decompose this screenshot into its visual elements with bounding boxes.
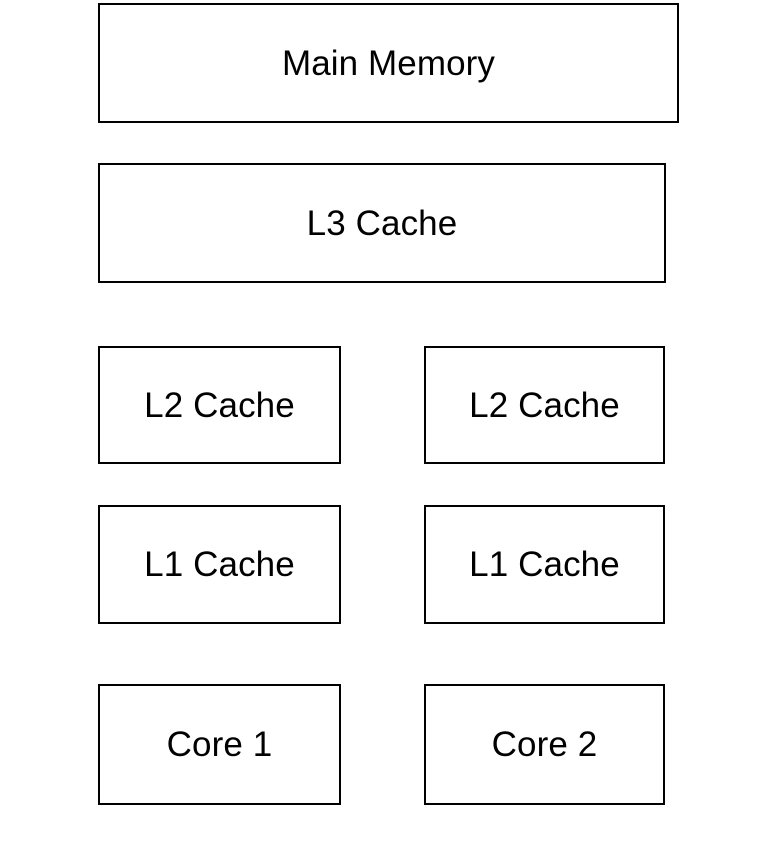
l2-cache-box-core1: L2 Cache <box>98 346 341 464</box>
main-memory-label: Main Memory <box>281 43 496 83</box>
l1-cache-box-core1: L1 Cache <box>98 505 341 624</box>
core-2-label: Core 2 <box>491 725 598 764</box>
l2-cache-label-core2: L2 Cache <box>469 385 620 425</box>
l2-cache-box-core2: L2 Cache <box>424 346 665 464</box>
l1-cache-box-core2: L1 Cache <box>424 505 665 624</box>
core-1-box: Core 1 <box>98 684 341 805</box>
l3-cache-box: L3 Cache <box>98 163 666 283</box>
core-2-box: Core 2 <box>424 684 665 805</box>
core-1-label: Core 1 <box>166 725 273 764</box>
l1-cache-label-core1: L1 Cache <box>144 545 295 584</box>
l2-cache-label-core1: L2 Cache <box>144 385 295 425</box>
l1-cache-label-core2: L1 Cache <box>469 545 620 584</box>
main-memory-box: Main Memory <box>98 3 679 123</box>
l3-cache-label: L3 Cache <box>306 203 458 243</box>
